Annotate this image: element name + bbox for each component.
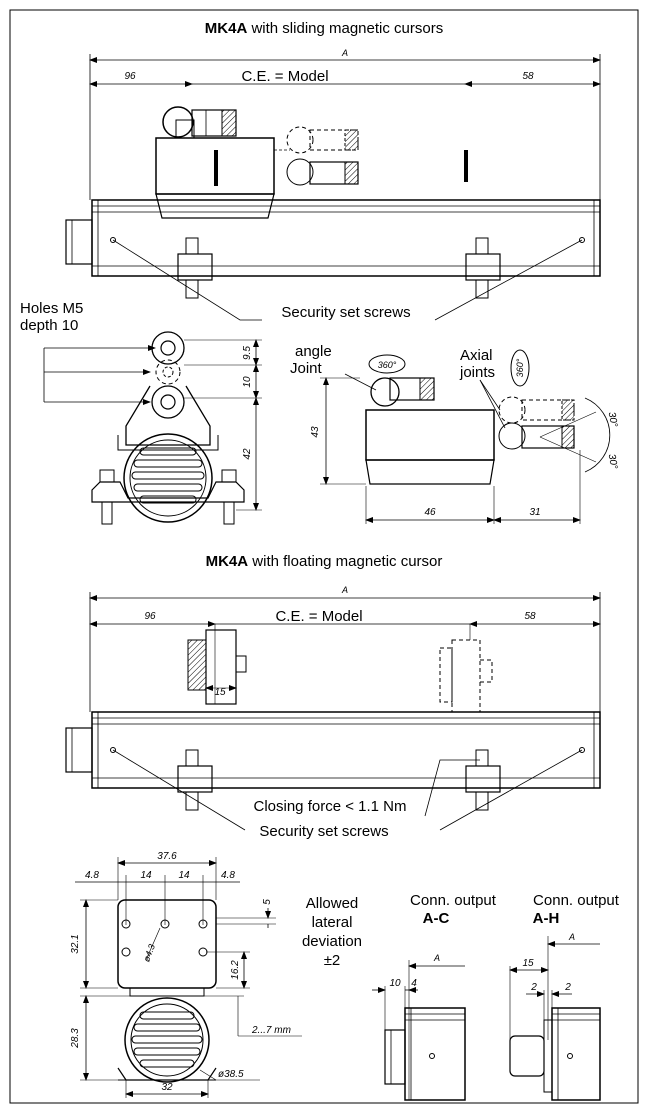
- leader-closing-force: [424, 759, 480, 817]
- set-screw-1: [177, 237, 213, 299]
- section1-dim-96: 96: [89, 71, 193, 87]
- dim-16-2: 16.2: [230, 960, 241, 980]
- security-screws-label-1: Security set screws: [281, 304, 410, 321]
- dim-4-8b: 4.8: [221, 870, 235, 881]
- section2-title: MK4A with floating magnetic cursor: [206, 553, 443, 570]
- conn-ah-dim-2b: 2: [564, 982, 571, 993]
- section1-ce-label: C.E. = Model: [241, 68, 328, 85]
- leader-screw-left: [112, 239, 262, 321]
- dim-37-6: 37.6: [157, 851, 177, 862]
- conn-ac-title: Conn. output: [410, 892, 497, 909]
- reference-mark: [464, 150, 468, 182]
- set-screw-3: [177, 749, 213, 811]
- dim-15: 15: [214, 687, 226, 698]
- set-screw-4: [465, 749, 501, 811]
- angle-up: 30°: [606, 411, 619, 428]
- conn-output-ac: Conn. output A-C A 10 4: [372, 892, 497, 1101]
- conn-ah-title: Conn. output: [533, 892, 620, 909]
- conn-output-ah: Conn. output A-H A 15 2 2: [509, 892, 620, 1101]
- angle-joint-line2: Joint: [290, 360, 323, 377]
- holes-label-line1: Holes M5: [20, 300, 83, 317]
- conn-ah-dim-15: 15: [522, 958, 534, 969]
- angle-down: 30°: [606, 453, 619, 470]
- dim-42: 42: [242, 448, 253, 460]
- dim-10: 10: [242, 376, 253, 388]
- section2-dim-96: 96: [89, 611, 216, 627]
- dim-14a: 14: [140, 870, 152, 881]
- leader-screw-right: [434, 239, 583, 321]
- section1-dim-58: 58: [464, 71, 601, 87]
- dim-9-5: 9.5: [242, 346, 253, 360]
- dim-2-7mm: 2...7 mm: [251, 1025, 291, 1036]
- svg-text:A: A: [341, 48, 348, 58]
- rotation-label-a: 360°: [378, 360, 397, 370]
- joint-view: angle Joint 360° Axial joints 360° 30° 3…: [290, 343, 619, 524]
- dim-31: 31: [529, 507, 540, 518]
- rail-1: [65, 199, 601, 277]
- security-screws-label-2: Security set screws: [259, 823, 388, 840]
- dim-46: 46: [424, 507, 436, 518]
- rotation-icon: [368, 354, 406, 374]
- rotation-icon: [510, 349, 530, 387]
- dim-dia-38-5: ø38.5: [218, 1069, 244, 1080]
- holes-label-line2: depth 10: [20, 317, 78, 334]
- angle-joint-line1: angle: [295, 343, 332, 360]
- floating-cursor: 15: [187, 624, 247, 705]
- lateral-deviation-note: Allowed lateral deviation ±2: [302, 895, 362, 969]
- section1-dim-a: A: [89, 48, 601, 200]
- conn-ah-dim-a: A: [568, 932, 575, 942]
- conn-ah-code: A-H: [533, 910, 560, 927]
- conn-ac-dim-10: 10: [389, 978, 401, 989]
- section2-dim-a: A: [89, 585, 601, 712]
- svg-text:±2: ±2: [324, 952, 341, 969]
- leader-screw-left-2: [112, 749, 246, 831]
- dim-28-3: 28.3: [70, 1028, 81, 1049]
- axial-joint-dashed: [274, 126, 359, 186]
- conn-ac-dim-4: 4: [411, 978, 417, 989]
- section1-title: MK4A with sliding magnetic cursors: [205, 20, 443, 37]
- svg-text:A: A: [341, 585, 348, 595]
- closing-force-label: Closing force < 1.1 Nm: [254, 798, 407, 815]
- dim-32-1: 32.1: [70, 934, 81, 953]
- conn-ah-dim-2a: 2: [530, 982, 537, 993]
- set-screw-2: [465, 237, 501, 299]
- section2-ce-label: C.E. = Model: [275, 608, 362, 625]
- leader-screw-right-2: [439, 749, 583, 831]
- svg-text:96: 96: [144, 611, 156, 622]
- svg-text:lateral: lateral: [312, 914, 353, 931]
- svg-text:Allowed: Allowed: [306, 895, 359, 912]
- conn-ac-dim-a: A: [433, 953, 440, 963]
- dim-32: 32: [161, 1082, 173, 1093]
- dim-43: 43: [310, 426, 321, 438]
- svg-text:96: 96: [124, 71, 136, 82]
- dim-4-8a: 4.8: [85, 870, 99, 881]
- side-view: 9.5 10 42: [43, 331, 262, 525]
- svg-text:58: 58: [524, 611, 536, 622]
- axial-joints-line1: Axial: [460, 347, 493, 364]
- dim-5: 5: [262, 899, 273, 905]
- rotation-label-b: 360°: [515, 358, 525, 377]
- svg-text:deviation: deviation: [302, 933, 362, 950]
- section2-dim-58: 58: [469, 611, 601, 627]
- conn-ac-code: A-C: [423, 910, 450, 927]
- svg-text:58: 58: [522, 71, 534, 82]
- sliding-cursor: [155, 106, 275, 219]
- rail-2: [65, 711, 601, 789]
- floating-cursor-dashed: [439, 624, 493, 713]
- end-view: 37.6 4.8 14 14 4.8 ø4.3 5 32.1 16.2 2..: [70, 851, 302, 1098]
- page-border: [9, 9, 639, 1104]
- dim-dia-4-3: ø4.3: [141, 943, 157, 963]
- axial-joints-line2: joints: [459, 364, 495, 381]
- dim-14b: 14: [178, 870, 190, 881]
